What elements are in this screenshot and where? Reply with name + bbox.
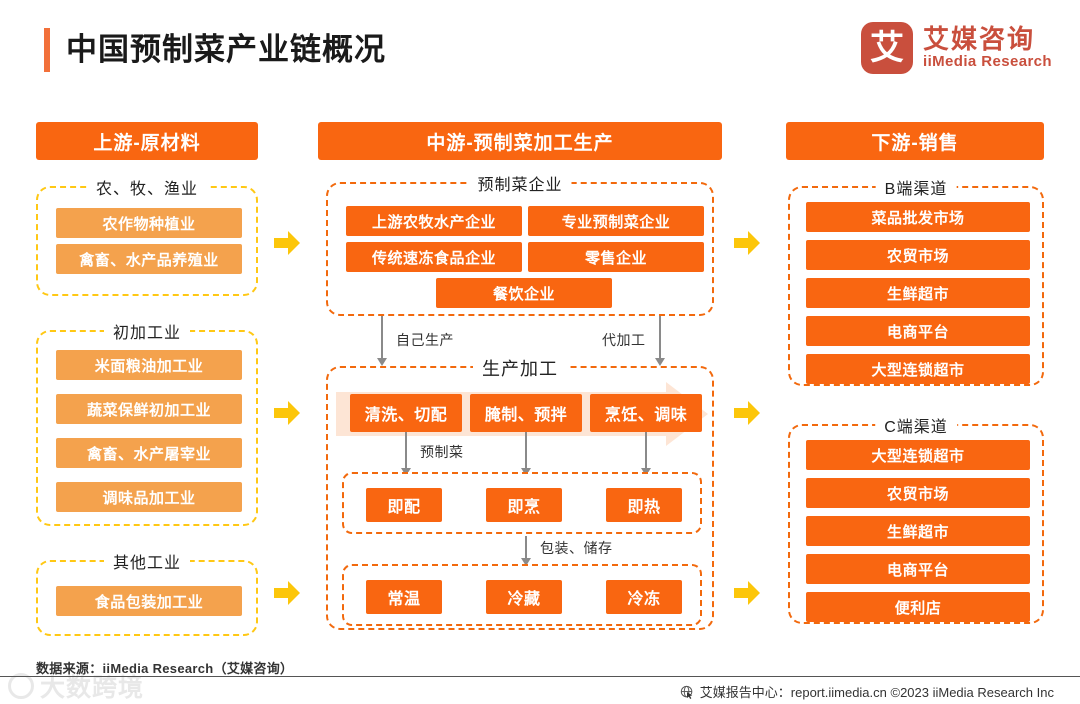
box-ready-to-assemble[interactable]: 即配 [366,488,442,522]
box-catering-enterprise[interactable]: 餐饮企业 [436,278,612,308]
box-b-wholesale-market[interactable]: 菜品批发市场 [806,202,1030,232]
box-retail-enterprise[interactable]: 零售企业 [528,242,704,272]
box-b-ecommerce-platform[interactable]: 电商平台 [806,316,1030,346]
box-livestock-aquaculture[interactable]: 禽畜、水产品养殖业 [56,244,242,274]
label-oem-production: 代加工 [602,332,646,348]
group-storage-types: 常温 冷藏 冷冻 [342,564,702,626]
connector-line-cook-to-ready [645,432,647,472]
group-product-types: 即配 即烹 即热 [342,472,702,534]
title-accent-bar [44,28,50,72]
group-title-primary-processing: 初加工业 [103,319,191,343]
box-refrigerated[interactable]: 冷藏 [486,580,562,614]
connector-arrow-self-production [377,358,387,366]
box-b-chain-supermarket[interactable]: 大型连锁超市 [806,354,1030,384]
group-production-processing: 生产加工 清洗、切配 腌制、预拌 烹饪、调味 预制菜 即配 即烹 即热 包装、储… [326,355,714,630]
footer-report-text: 艾媒报告中心：report.iimedia.cn ©2023 iiMedia R… [699,685,1054,700]
connector-line-self-production [381,316,383,362]
flow-arrow-right-icon-4 [734,231,760,255]
connector-arrow-packaging [521,558,531,566]
group-agriculture: 农、牧、渔业 农作物种植业 禽畜、水产品养殖业 [36,175,258,296]
box-ready-to-cook[interactable]: 即烹 [486,488,562,522]
label-self-production: 自己生产 [396,332,454,348]
box-grain-oil-processing[interactable]: 米面粮油加工业 [56,350,242,380]
group-c-channel: C端渠道 大型连锁超市 农贸市场 生鲜超市 电商平台 便利店 [788,413,1044,624]
footer-report-center[interactable]: 艾媒报告中心：report.iimedia.cn ©2023 iiMedia R… [680,682,1054,701]
group-title-agriculture: 农、牧、渔业 [86,175,208,199]
box-professional-prepared-food-enterprise[interactable]: 专业预制菜企业 [528,206,704,236]
flow-arrow-right-icon-3 [274,581,300,605]
box-frozen-food-enterprise[interactable]: 传统速冻食品企业 [346,242,522,272]
box-upstream-agri-enterprise[interactable]: 上游农牧水产企业 [346,206,522,236]
group-other-industry: 其他工业 食品包装加工业 [36,549,258,636]
connector-line-marinate-to-ready [525,432,527,472]
footer-divider [0,676,1080,677]
box-food-packaging[interactable]: 食品包装加工业 [56,586,242,616]
connector-line-packaging [525,536,527,562]
box-c-fresh-supermarket[interactable]: 生鲜超市 [806,516,1030,546]
flow-arrow-right-icon-2 [274,401,300,425]
box-ready-to-heat[interactable]: 即热 [606,488,682,522]
box-c-chain-supermarket[interactable]: 大型连锁超市 [806,440,1030,470]
connector-line-oem-production [659,316,661,362]
group-title-prepared-food-enterprises: 预制菜企业 [468,171,572,195]
box-vegetable-preservation[interactable]: 蔬菜保鲜初加工业 [56,394,242,424]
page-title: 中国预制菜产业链概况 [66,32,386,67]
label-prepared-dish: 预制菜 [420,444,464,460]
logo-name-en: iiMedia Research [923,53,1052,70]
box-c-ecommerce-platform[interactable]: 电商平台 [806,554,1030,584]
group-title-other-industry: 其他工业 [103,549,191,573]
group-title-production-processing: 生产加工 [473,355,567,381]
data-source-label: 数据来源：iiMedia Research（艾媒咨询） [36,661,294,676]
flow-arrow-right-icon-5 [734,401,760,425]
box-frozen[interactable]: 冷冻 [606,580,682,614]
column-header-midstream: 中游-预制菜加工生产 [318,122,722,160]
box-ambient[interactable]: 常温 [366,580,442,614]
brand-logo: 艾 艾媒咨询 iiMedia Research [861,22,1052,74]
group-b-channel: B端渠道 菜品批发市场 农贸市场 生鲜超市 电商平台 大型连锁超市 [788,175,1044,386]
box-step-wash-cut[interactable]: 清洗、切配 [350,394,462,432]
logo-name-cn: 艾媒咨询 [923,24,1036,54]
connector-line-wash-to-ready [405,432,407,472]
box-slaughter-industry[interactable]: 禽畜、水产屠宰业 [56,438,242,468]
group-title-c-channel: C端渠道 [875,413,957,437]
box-b-farmers-market[interactable]: 农贸市场 [806,240,1030,270]
box-c-farmers-market[interactable]: 农贸市场 [806,478,1030,508]
connector-arrow-oem-production [655,358,665,366]
flow-arrow-right-icon-6 [734,581,760,605]
label-packaging-storage: 包装、储存 [540,540,613,556]
box-crop-planting[interactable]: 农作物种植业 [56,208,242,238]
column-header-downstream: 下游-销售 [786,122,1044,160]
box-step-cook-season[interactable]: 烹饪、调味 [590,394,702,432]
box-condiment-processing[interactable]: 调味品加工业 [56,482,242,512]
group-title-b-channel: B端渠道 [875,175,957,199]
globe-icon [680,685,693,699]
box-b-fresh-supermarket[interactable]: 生鲜超市 [806,278,1030,308]
group-prepared-food-enterprises: 预制菜企业 上游农牧水产企业 专业预制菜企业 传统速冻食品企业 零售企业 餐饮企… [326,171,714,316]
page-header: 中国预制菜产业链概况 艾 艾媒咨询 iiMedia Research [0,0,1080,100]
flow-arrow-right-icon-1 [274,231,300,255]
column-header-upstream: 上游-原材料 [36,122,258,160]
box-step-marinate-mix[interactable]: 腌制、预拌 [470,394,582,432]
box-c-convenience-store[interactable]: 便利店 [806,592,1030,622]
logo-mark-icon: 艾 [861,22,914,74]
group-primary-processing: 初加工业 米面粮油加工业 蔬菜保鲜初加工业 禽畜、水产屠宰业 调味品加工业 [36,319,258,526]
